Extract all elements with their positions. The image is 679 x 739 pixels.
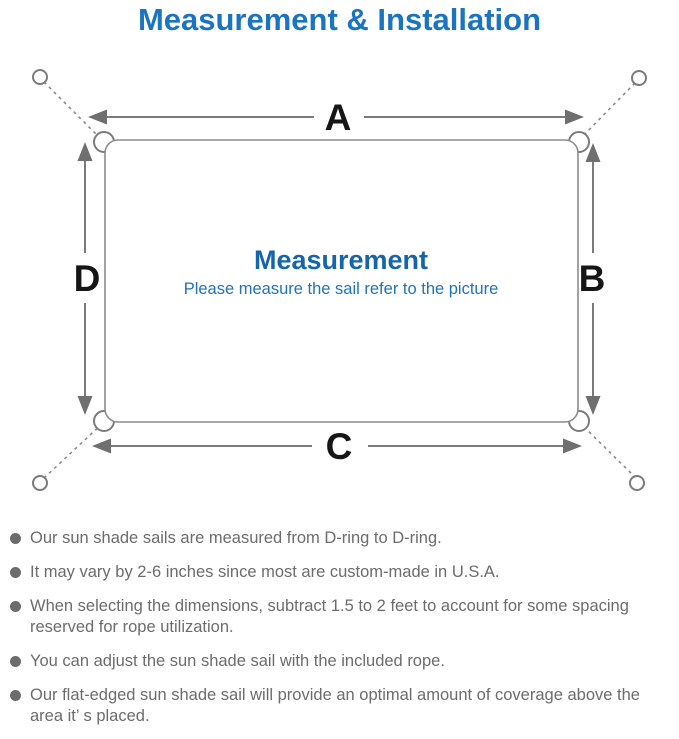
list-item: You can adjust the sun shade sail with t… [10,651,655,672]
note-text: When selecting the dimensions, subtract … [30,596,629,636]
bullet-icon [10,689,21,701]
note-text: You can adjust the sun shade sail with t… [30,651,445,670]
list-item: When selecting the dimensions, subtract … [10,596,655,638]
note-text: Our flat-edged sun shade sail will provi… [30,685,640,725]
dimension-label-d: D [74,258,101,299]
diagram-center-subtitle: Please measure the sail refer to the pic… [184,280,499,298]
dimension-arrow-c [92,438,582,454]
guy-line-top-right [578,82,636,141]
bullet-icon [10,655,21,667]
bullet-icon [10,600,21,612]
dimension-arrow-d [77,142,93,415]
notes-list: Our sun shade sails are measured from D-… [10,528,655,739]
note-text: It may vary by 2-6 inches since most are… [30,562,500,581]
diagram-center-title: Measurement [254,245,428,275]
measurement-diagram: A C D B Measurement Please measure the s… [32,69,647,491]
list-item: Our sun shade sails are measured from D-… [10,528,655,549]
guy-line-bottom-left [43,422,104,479]
dimension-arrow-a [88,109,584,125]
anchor-ring-bottom-right-icon [629,475,645,491]
bullet-icon [10,533,21,544]
list-item: Our flat-edged sun shade sail will provi… [10,685,655,727]
dimension-label-c: C [326,426,353,467]
dimension-arrow-b [585,143,601,415]
list-item: It may vary by 2-6 inches since most are… [10,562,655,583]
anchor-ring-bottom-left-icon [32,475,48,491]
dimension-label-b: B [579,258,606,299]
guy-line-top-left [43,81,104,142]
dimension-label-a: A [325,97,352,138]
guy-line-bottom-right [579,422,637,479]
anchor-ring-top-left-icon [32,69,48,85]
note-text: Our sun shade sails are measured from D-… [30,529,442,547]
bullet-icon [10,566,21,578]
sail-outline [104,139,579,423]
anchor-ring-top-right-icon [631,70,647,86]
page-title: Measurement & Installation [137,2,542,37]
